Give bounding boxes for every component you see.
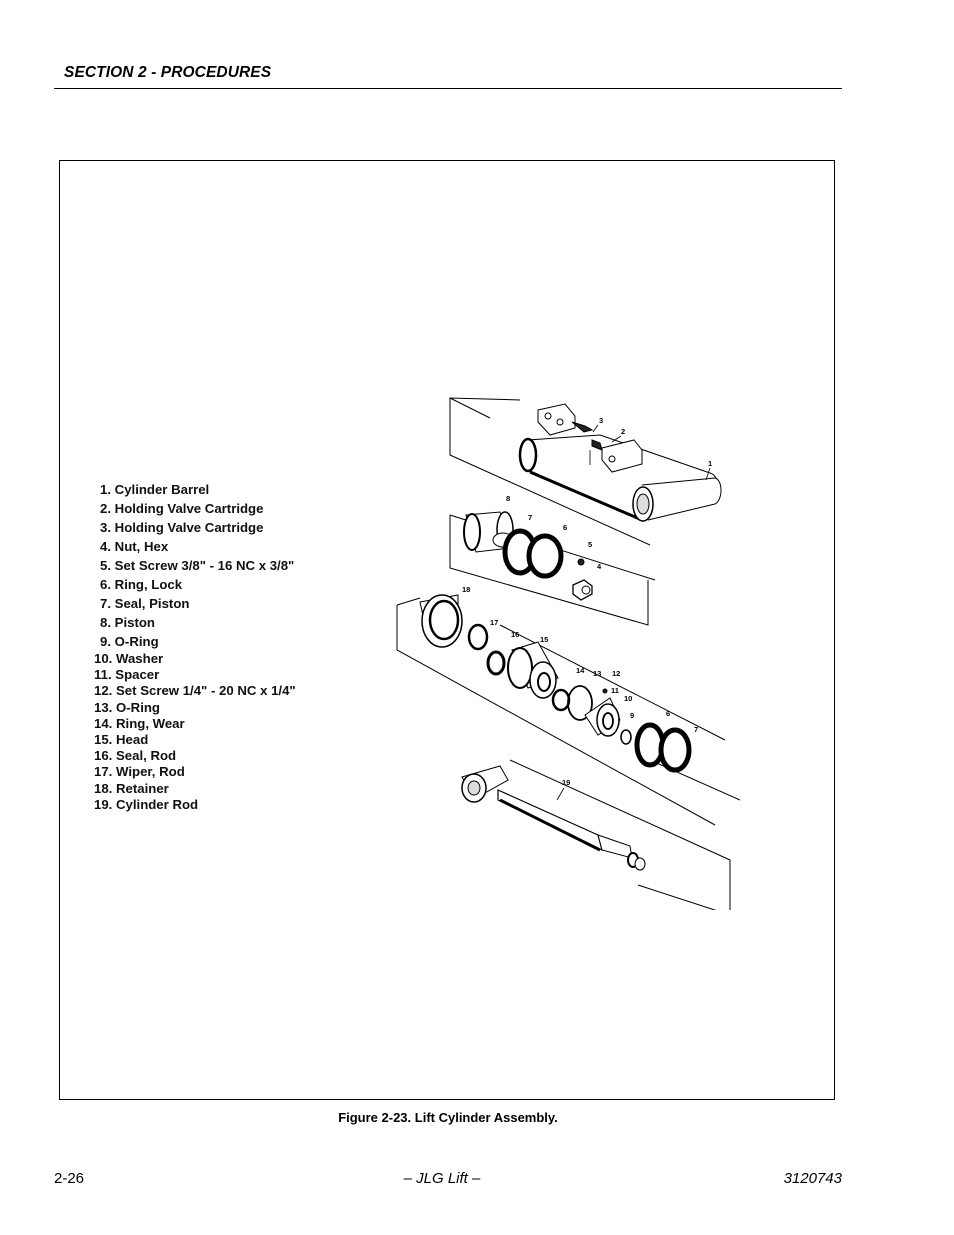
svg-text:6: 6 — [563, 523, 567, 532]
legend-item: 5. Set Screw 3/8" - 16 NC x 3/8" — [100, 558, 295, 573]
legend-item: 10. Washer — [94, 651, 164, 666]
legend-item: 19. Cylinder Rod — [94, 796, 199, 812]
svg-text:19: 19 — [562, 778, 570, 787]
exploded-cylinder-diagram: 3 2 1 8 7 6 5 4 — [380, 380, 741, 916]
svg-text:13: 13 — [593, 669, 601, 678]
svg-text:9: 9 — [630, 711, 634, 720]
svg-text:3: 3 — [599, 416, 603, 425]
header-rule — [54, 88, 842, 89]
legend-item: 13. O-Ring — [94, 699, 160, 715]
panel-barrel-outline — [449, 397, 651, 546]
page-number: 2-26 — [54, 1170, 85, 1187]
head-drawing — [507, 641, 559, 699]
panel-rod-outline — [509, 759, 731, 916]
svg-text:16: 16 — [511, 630, 519, 639]
svg-text:1: 1 — [708, 459, 712, 468]
legend-item: 15. Head — [94, 732, 149, 748]
retainer-drawing — [419, 594, 463, 648]
document-number: 3120743 — [783, 1170, 842, 1187]
legend-item: 7. Seal, Piston — [100, 596, 190, 611]
figure-frame — [59, 160, 835, 1100]
svg-text:11: 11 — [611, 686, 619, 695]
legend-item: 18. Retainer — [94, 780, 169, 796]
svg-text:15: 15 — [540, 635, 548, 644]
legend-item: 14. Ring, Wear — [94, 715, 185, 731]
svg-text:4: 4 — [597, 562, 602, 571]
legend-item: 4. Nut, Hex — [100, 539, 169, 554]
legend-item: 9. O-Ring — [100, 634, 159, 649]
legend-item: 6. Ring, Lock — [100, 577, 183, 592]
section-title: SECTION 2 - PROCEDURES — [64, 64, 272, 81]
legend-item: 1. Cylinder Barrel — [100, 482, 210, 497]
figure-caption: Figure 2-23. Lift Cylinder Assembly. — [338, 1110, 558, 1125]
legend-item: 12. Set Screw 1/4" - 20 NC x 1/4" — [94, 683, 296, 699]
legend-item: 8. Piston — [100, 615, 155, 630]
cylinder-barrel-drawing — [518, 403, 722, 522]
svg-text:12: 12 — [612, 669, 620, 678]
svg-text:17: 17 — [490, 618, 498, 627]
legend-item: 3. Holding Valve Cartridge — [100, 520, 264, 535]
svg-text:2: 2 — [621, 427, 625, 436]
legend-item: 17. Wiper, Rod — [94, 764, 185, 780]
svg-text:6: 6 — [666, 709, 670, 718]
legend-item: 16. Seal, Rod — [94, 748, 177, 764]
cylinder-rod-drawing — [461, 765, 646, 871]
parts-legend: 1. Cylinder Barrel 2. Holding Valve Cart… — [94, 480, 296, 813]
svg-text:18: 18 — [462, 585, 470, 594]
svg-text:10: 10 — [624, 694, 632, 703]
svg-text:8: 8 — [506, 494, 510, 503]
svg-text:7: 7 — [528, 513, 532, 522]
footer-center-text: – JLG Lift – — [403, 1170, 481, 1187]
svg-text:5: 5 — [588, 540, 592, 549]
svg-text:7: 7 — [694, 725, 698, 734]
svg-text:14: 14 — [576, 666, 585, 675]
legend-item: 11. Spacer — [94, 667, 160, 683]
legend-item: 2. Holding Valve Cartridge — [100, 501, 264, 516]
